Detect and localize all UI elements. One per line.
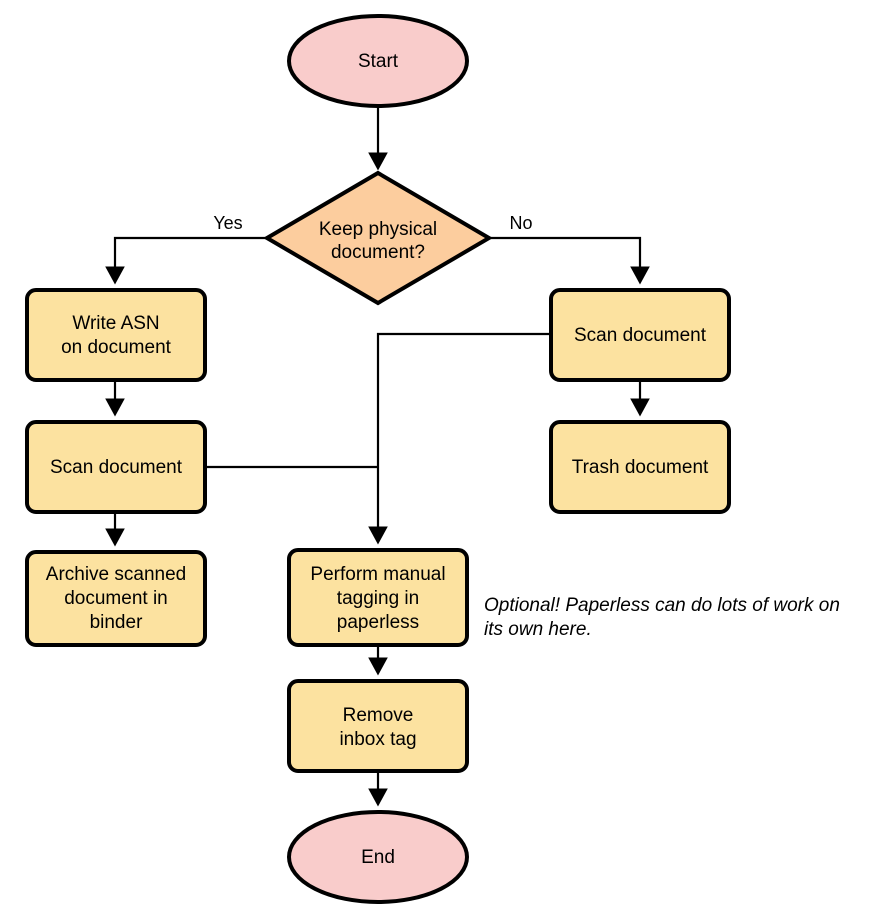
start-label: Start: [358, 51, 399, 72]
edge-decision-yes-to-write-asn: [105, 236, 267, 285]
end-label: End: [361, 847, 395, 868]
end-ellipse-shape: [287, 810, 469, 904]
tagging-box-shape: [287, 548, 469, 647]
node-trash-document[interactable]: Trash document: [549, 420, 731, 514]
remove-inbox-label-line1: Remove: [343, 705, 414, 726]
node-perform-manual-tagging[interactable]: Perform manual tagging in paperless: [287, 548, 469, 647]
write-asn-box-shape: [25, 288, 207, 382]
scan-document-right-label: Scan document: [574, 325, 707, 346]
trash-document-box-shape: [549, 420, 731, 514]
remove-inbox-box-shape: [287, 679, 469, 773]
annotation-line1: Optional! Paperless can do lots of work …: [484, 595, 840, 616]
scan-document-right-box-shape: [549, 288, 731, 382]
archive-label-line3: binder: [90, 612, 143, 633]
node-write-asn-on-document[interactable]: Write ASN on document: [25, 288, 207, 382]
write-asn-label-line2: on document: [61, 337, 172, 358]
edge-decision-no-to-scan-right: [489, 236, 650, 285]
start-ellipse-shape: [287, 14, 469, 108]
node-archive-scanned-document[interactable]: Archive scanned document in binder: [25, 550, 207, 647]
decision-label-line1: Keep physical: [319, 219, 437, 240]
annotation-optional-paperless: Optional! Paperless can do lots of work …: [484, 595, 840, 640]
archive-label-line2: document in: [64, 588, 168, 609]
node-end[interactable]: End: [287, 810, 469, 904]
node-remove-inbox-tag[interactable]: Remove inbox tag: [287, 679, 469, 773]
node-decision-keep-physical-document[interactable]: Keep physical document?: [263, 170, 493, 306]
tagging-label-line1: Perform manual: [310, 564, 445, 585]
archive-box-shape: [25, 550, 207, 647]
edge-scan-right-to-tagging: [368, 332, 551, 545]
decision-label-line2: document?: [331, 242, 425, 263]
node-scan-document-right[interactable]: Scan document: [549, 288, 731, 382]
scan-document-left-box-shape: [25, 420, 207, 514]
trash-document-label: Trash document: [572, 457, 709, 478]
archive-label-line1: Archive scanned: [46, 564, 186, 585]
remove-inbox-label-line2: inbox tag: [339, 729, 416, 750]
node-scan-document-left[interactable]: Scan document: [25, 420, 207, 514]
annotation-line2: its own here.: [484, 619, 592, 640]
edge-label-no: No: [509, 213, 532, 233]
scan-document-left-label: Scan document: [50, 457, 183, 478]
edge-label-yes: Yes: [213, 213, 242, 233]
tagging-label-line3: paperless: [337, 612, 419, 633]
decision-diamond-shape: [263, 170, 493, 306]
node-start[interactable]: Start: [287, 14, 469, 108]
tagging-label-line2: tagging in: [337, 588, 419, 609]
write-asn-label-line1: Write ASN: [72, 313, 159, 334]
